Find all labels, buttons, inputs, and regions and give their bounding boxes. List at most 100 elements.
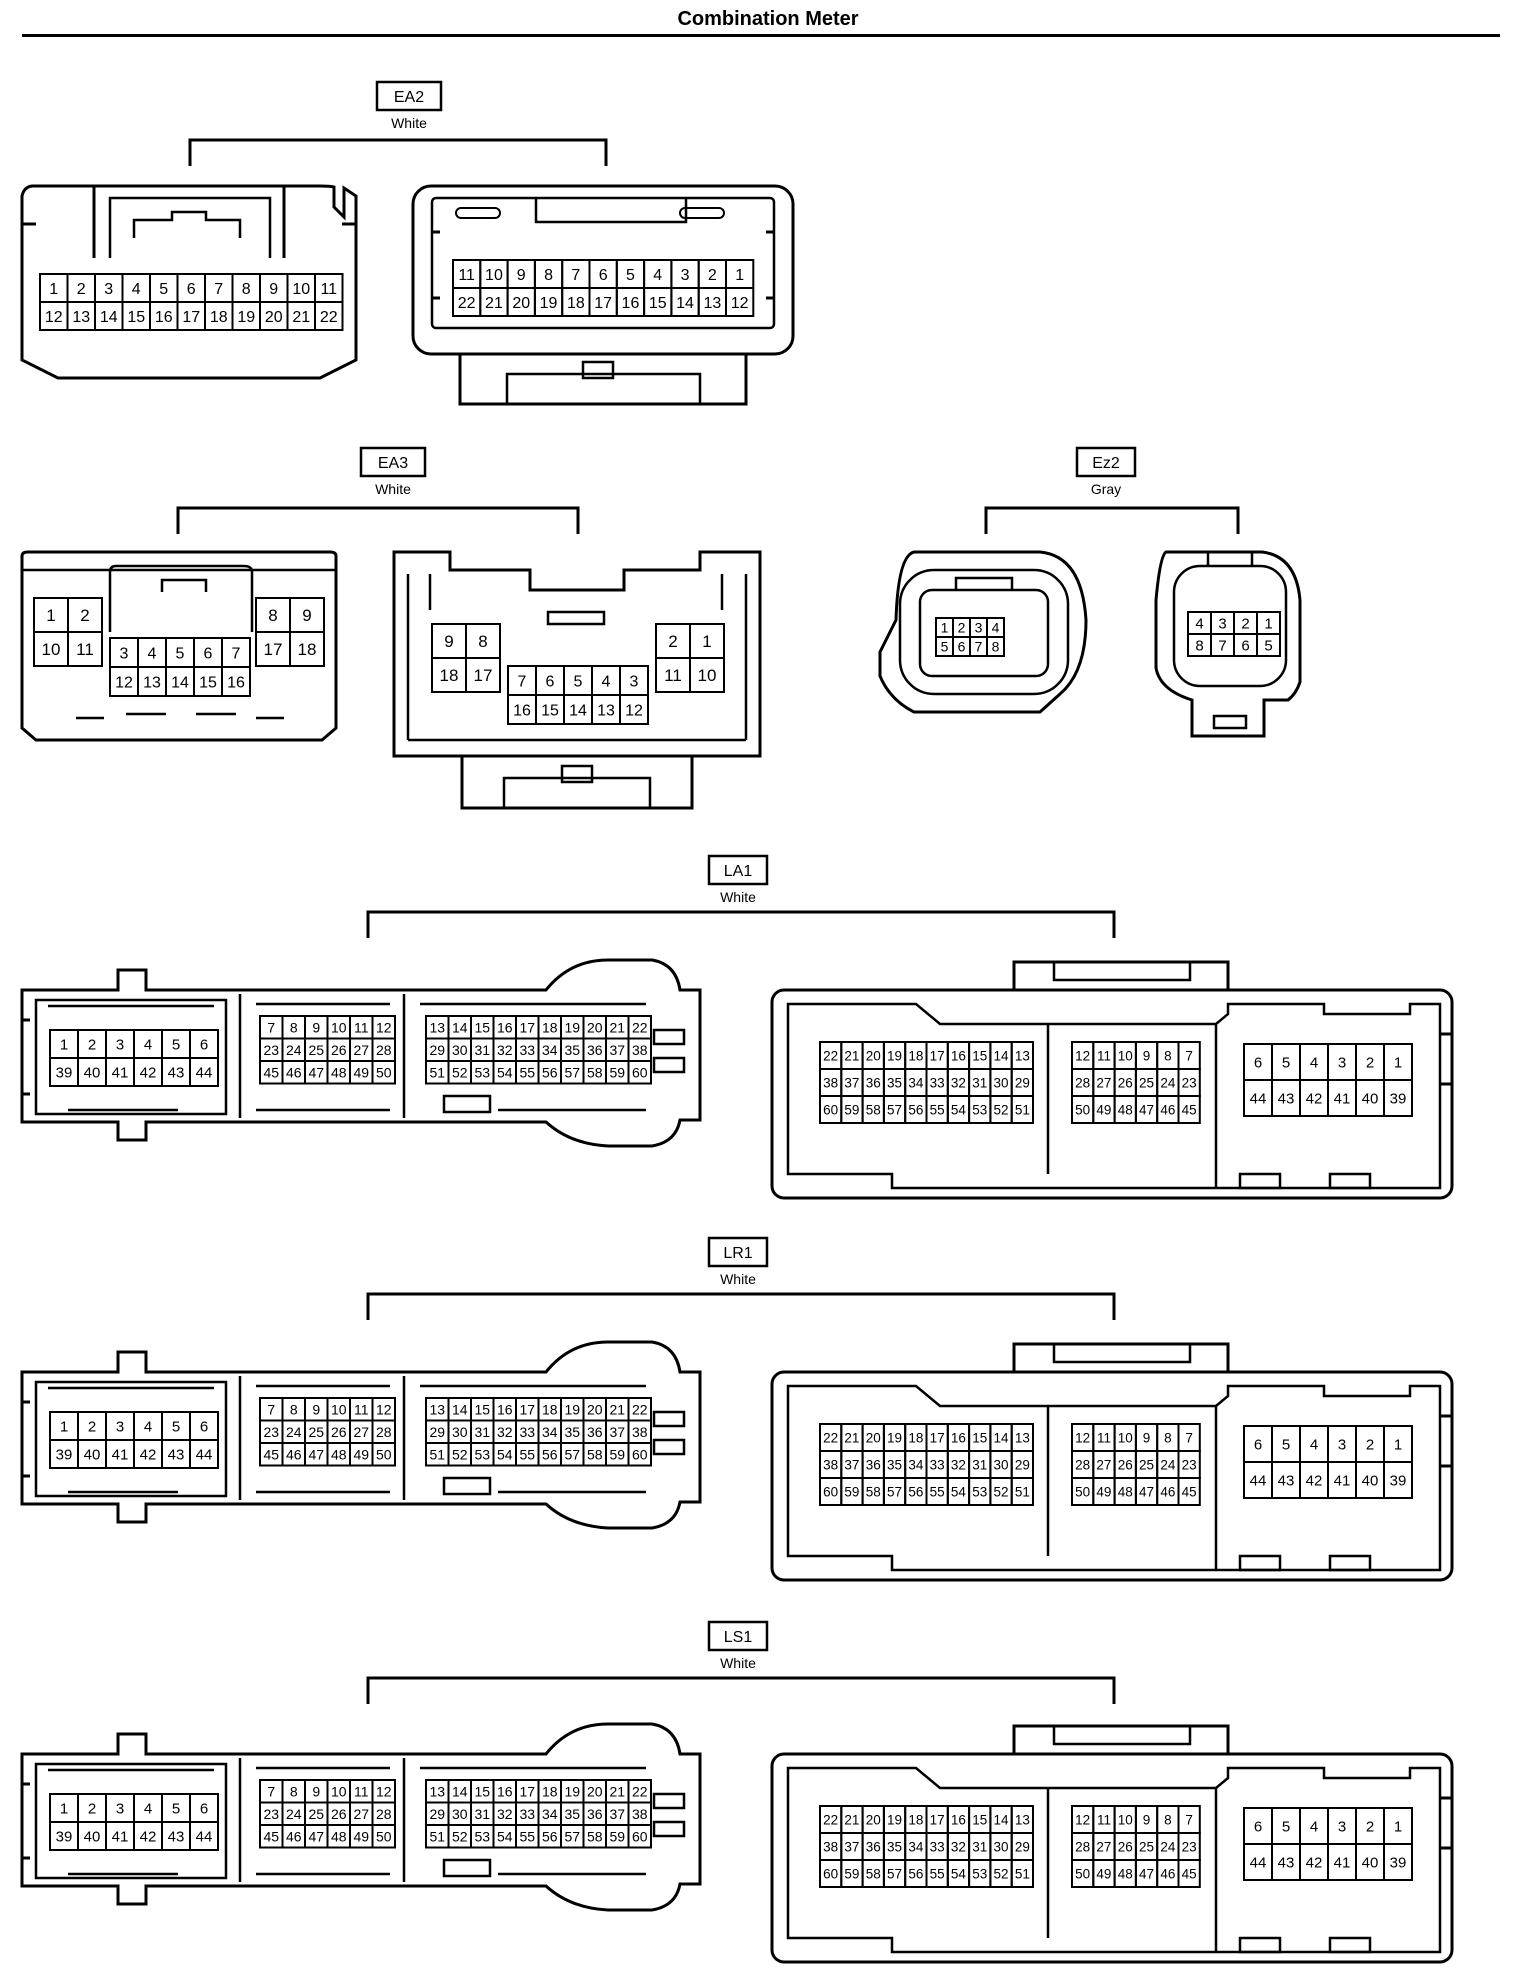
connector-color: White [720, 889, 756, 905]
pin-number: 56 [908, 1484, 923, 1499]
pin-number: 50 [1075, 1102, 1090, 1117]
pin-number: 3 [681, 267, 690, 284]
pin-number: 16 [513, 702, 531, 719]
pin-number: 56 [908, 1102, 923, 1117]
pin-number: 6 [599, 267, 608, 284]
pin-number: 14 [994, 1812, 1010, 1827]
pin-number: 16 [622, 295, 640, 312]
pin-number: 12 [625, 702, 643, 719]
connector-bracket [188, 138, 608, 166]
pin-number: 13 [429, 1019, 445, 1035]
pin-number: 37 [609, 1042, 625, 1058]
pin-number: 55 [930, 1102, 945, 1117]
pin-cell [725, 287, 755, 317]
connector-code: LA1 [724, 863, 753, 880]
pin-number: 13 [429, 1783, 445, 1799]
connector-code-box [359, 446, 427, 478]
ea3-female-housing [20, 550, 338, 742]
pin-number: 2 [708, 267, 717, 284]
pin-number: 57 [564, 1064, 580, 1080]
pin-number: 34 [542, 1806, 558, 1822]
pin-number: 9 [302, 606, 311, 625]
pin-number: 8 [1164, 1048, 1172, 1063]
pin-number: 26 [331, 1042, 347, 1058]
pin-number: 11 [458, 267, 475, 284]
pin-number: 18 [440, 666, 459, 685]
pin-number: 20 [587, 1783, 603, 1799]
pin-number: 17 [519, 1783, 535, 1799]
connector-bracket [366, 1676, 1116, 1704]
pin-number: 48 [1118, 1866, 1133, 1881]
pin-number: 3 [1338, 1818, 1346, 1835]
pin-number: 5 [1264, 637, 1272, 654]
pin-number: 50 [376, 1828, 392, 1844]
pin-number: 3 [630, 673, 639, 690]
pin-number: 12 [1075, 1048, 1090, 1063]
pin-number: 49 [353, 1446, 369, 1462]
pin-number: 21 [292, 309, 310, 326]
pin-number: 15 [649, 295, 667, 312]
pin-number: 19 [887, 1812, 902, 1827]
pin-number: 18 [567, 295, 585, 312]
pin-number: 27 [1096, 1075, 1111, 1090]
pin-number: 34 [908, 1075, 924, 1090]
pin-number: 31 [474, 1042, 490, 1058]
pin-number: 6 [1254, 1054, 1262, 1071]
pin-number: 59 [844, 1102, 859, 1117]
pin-number: 7 [518, 673, 527, 690]
pin-number: 9 [312, 1401, 320, 1417]
pin-number: 27 [353, 1424, 369, 1440]
connector-color: White [391, 115, 427, 131]
pin-cell [1383, 1461, 1413, 1499]
pin-number: 39 [56, 1064, 73, 1081]
pin-number: 35 [887, 1457, 902, 1472]
pin-number: 28 [1075, 1075, 1090, 1090]
pin-cell [1177, 1859, 1201, 1888]
pin-cell [1010, 1477, 1035, 1506]
pin-number: 14 [452, 1019, 468, 1035]
connector-color: White [720, 1655, 756, 1671]
pin-cell [314, 301, 344, 331]
pin-number: 28 [1075, 1839, 1090, 1854]
pin-number: 33 [930, 1457, 945, 1472]
pin-number: 3 [1338, 1436, 1346, 1453]
ea2-male-housing [411, 184, 795, 356]
pin-cell [1383, 1079, 1413, 1117]
pin-number: 35 [564, 1806, 580, 1822]
pin-number: 12 [376, 1401, 392, 1417]
pin-number: 16 [497, 1783, 513, 1799]
pin-number: 11 [354, 1783, 369, 1799]
pin-number: 50 [376, 1064, 392, 1080]
pin-number: 15 [474, 1783, 490, 1799]
pin-number: 5 [172, 1800, 180, 1817]
pin-number: 11 [320, 281, 337, 298]
pin-number: 19 [564, 1401, 580, 1417]
pin-number: 12 [376, 1019, 392, 1035]
pin-number: 59 [609, 1828, 625, 1844]
pin-number: 31 [972, 1457, 987, 1472]
pin-number: 42 [140, 1446, 157, 1463]
pin-number: 10 [292, 281, 310, 298]
pin-number: 6 [187, 281, 196, 298]
connector-code-box [1075, 446, 1137, 478]
pin-number: 48 [331, 1828, 347, 1844]
connector-code: EA3 [378, 455, 408, 472]
pin-number: 33 [519, 1424, 535, 1440]
pin-number: 9 [312, 1019, 320, 1035]
pin-number: 28 [1075, 1457, 1090, 1472]
pin-number: 57 [887, 1484, 902, 1499]
pin-number: 18 [908, 1430, 923, 1445]
pin-number: 14 [452, 1401, 468, 1417]
pin-number: 24 [1160, 1839, 1176, 1854]
pin-number: 20 [512, 295, 530, 312]
